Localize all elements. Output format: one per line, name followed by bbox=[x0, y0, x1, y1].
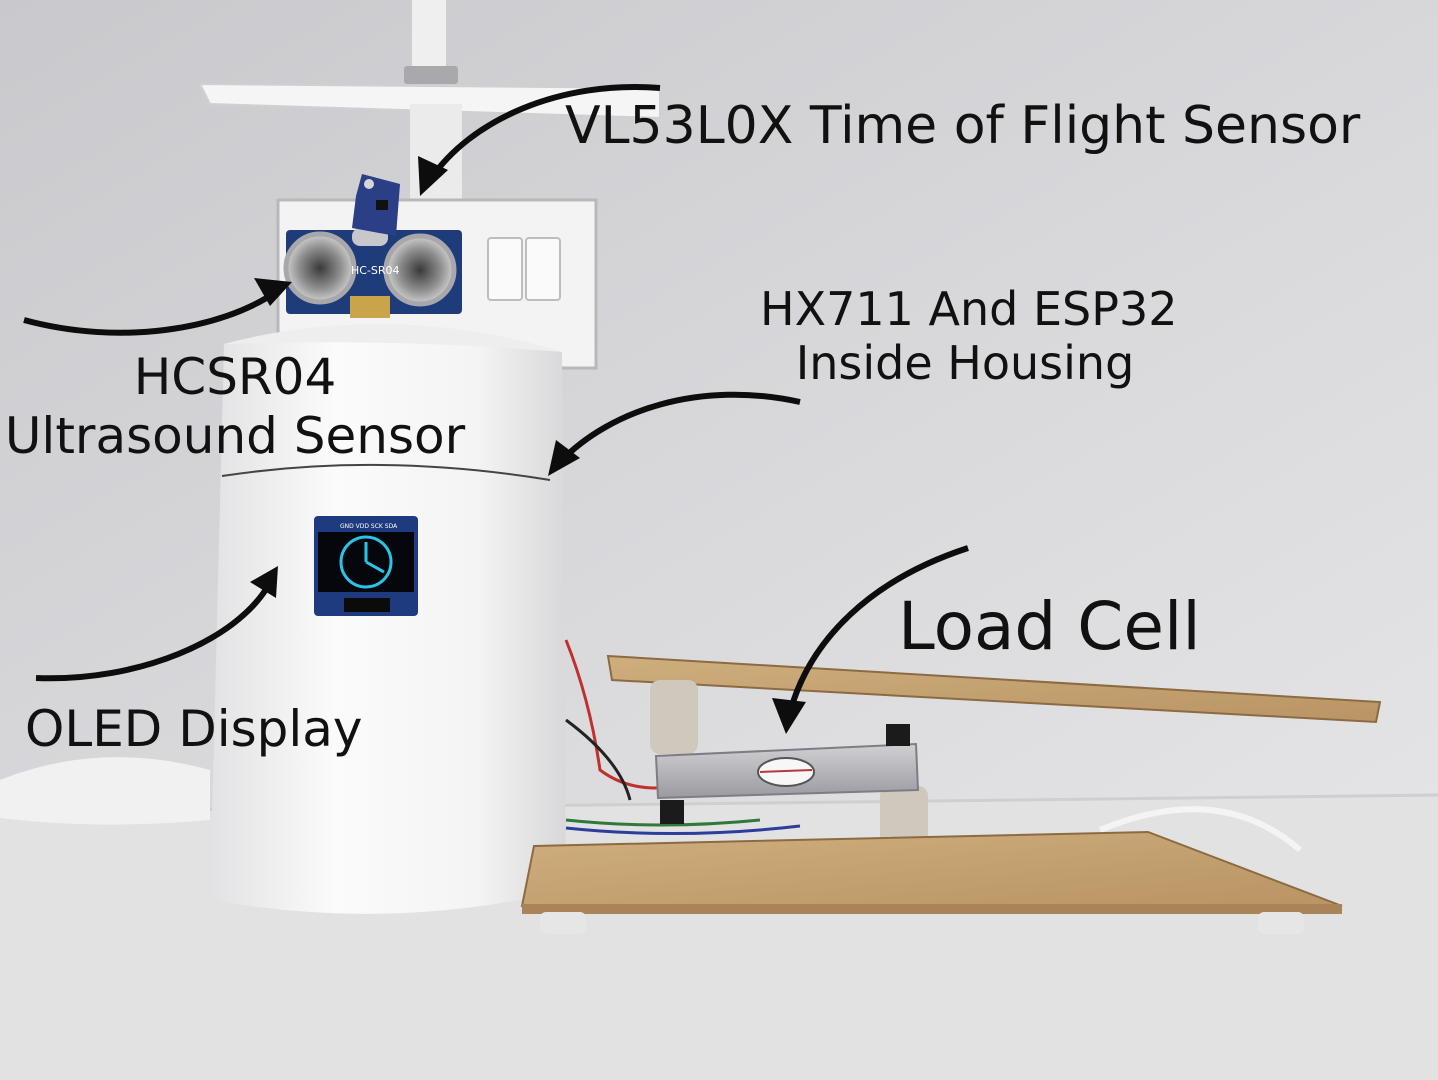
spacer-top bbox=[650, 680, 698, 754]
housing-cylinder bbox=[210, 323, 566, 914]
top-plate bbox=[606, 654, 1382, 724]
label-hx711-line2: Inside Housing bbox=[795, 336, 1135, 391]
oled-clock-hand-minute bbox=[365, 560, 385, 574]
housing-seam bbox=[221, 463, 551, 481]
oled-clock-face bbox=[339, 535, 393, 589]
arrow-oled bbox=[35, 566, 278, 682]
foot-right bbox=[1258, 912, 1304, 934]
label-hx711-esp32: HX711 And ESP32 Inside Housing bbox=[760, 282, 1178, 391]
bolt-left bbox=[660, 800, 684, 824]
wall-bracket bbox=[412, 0, 446, 70]
hcsr04-chip-text: HC-SR04 bbox=[351, 264, 400, 277]
label-oled-display: OLED Display bbox=[25, 700, 363, 758]
label-hcsr04: HCSR04 Ultrasound Sensor bbox=[0, 348, 470, 466]
label-hcsr04-line2: Ultrasound Sensor bbox=[4, 407, 466, 465]
arrow-tof bbox=[418, 84, 661, 196]
base-front-edge bbox=[522, 904, 1342, 914]
wire-blue bbox=[565, 824, 801, 836]
bracket-clip bbox=[404, 66, 458, 84]
label-tof-sensor: VL53L0X Time of Flight Sensor bbox=[565, 96, 1361, 156]
usb-cable bbox=[1098, 806, 1302, 853]
switch-2 bbox=[525, 237, 561, 301]
vl53l0x-hole bbox=[364, 179, 374, 189]
label-hx711-line1: HX711 And ESP32 bbox=[760, 282, 1178, 336]
cable-coil bbox=[0, 757, 210, 825]
bolt-right bbox=[886, 724, 910, 746]
housing-top-rim bbox=[224, 323, 562, 352]
oled-ribbon bbox=[344, 598, 390, 612]
wire-green bbox=[565, 818, 761, 827]
shelf bbox=[198, 82, 661, 120]
arrow-load-cell bbox=[772, 545, 969, 734]
vl53l0x-sensor bbox=[376, 200, 388, 210]
oled-pin-labels: GND VDD SCK SDA bbox=[340, 523, 398, 530]
wire-black bbox=[565, 718, 632, 801]
switch-1 bbox=[487, 237, 523, 301]
label-load-cell: Load Cell bbox=[898, 588, 1201, 665]
arrow-hx711 bbox=[548, 391, 801, 476]
hcsr04-pins bbox=[350, 296, 390, 318]
foot-left bbox=[540, 912, 586, 934]
label-hcsr04-line1: HCSR04 bbox=[133, 348, 337, 406]
hcsr04-transducer-right bbox=[383, 233, 457, 307]
load-cell-slot bbox=[759, 769, 813, 773]
arrow-hcsr04 bbox=[23, 278, 292, 336]
hcsr04-transducer-left bbox=[283, 231, 357, 305]
